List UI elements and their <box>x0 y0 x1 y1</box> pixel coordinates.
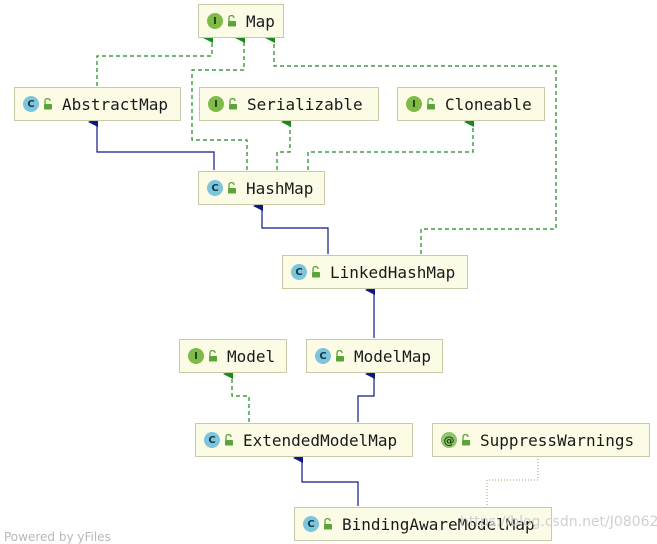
node-modelmap[interactable]: C ModelMap <box>306 339 443 373</box>
blog-watermark: https://blog.csdn.net/J080624 <box>460 514 657 530</box>
node-label: Map <box>246 11 275 31</box>
node-cloneable[interactable]: I Cloneable <box>397 87 545 121</box>
interface-badge-icon: I <box>188 348 204 364</box>
interface-badge-icon: I <box>406 96 422 112</box>
node-label: Model <box>227 346 276 366</box>
node-label: BindingAwareModelMap <box>342 514 535 534</box>
edge-hashmap-implements-serializable <box>276 117 291 170</box>
class-badge-icon: C <box>291 264 307 280</box>
node-label: AbstractMap <box>62 94 168 114</box>
node-bindingawaremodelmap[interactable]: C BindingAwareModelMap <box>294 507 552 541</box>
node-linkedhashmap[interactable]: C LinkedHashMap <box>282 255 468 289</box>
unlock-icon <box>228 15 236 27</box>
unlock-icon <box>462 434 470 446</box>
unlock-icon <box>324 518 332 530</box>
node-serializable[interactable]: I Serializable <box>199 87 379 121</box>
node-label: HashMap <box>246 178 314 198</box>
interface-badge-icon: I <box>207 13 223 29</box>
edge-extendedmodelmap-extends-modelmap <box>357 369 375 422</box>
node-map[interactable]: I Map <box>198 4 284 38</box>
node-label: Serializable <box>247 94 363 114</box>
node-model[interactable]: I Model <box>179 339 287 373</box>
node-suppresswarnings[interactable]: @ SuppressWarnings <box>432 423 650 457</box>
node-label: Cloneable <box>445 94 532 114</box>
unlock-icon <box>336 350 344 362</box>
edge-linkedhashmap-extends-hashmap <box>253 201 329 254</box>
edge-hashmap-implements-cloneable <box>307 117 474 170</box>
node-label: ModelMap <box>354 346 432 366</box>
class-badge-icon: C <box>303 516 319 532</box>
unlock-icon <box>225 434 233 446</box>
node-extendedmodelmap[interactable]: C ExtendedModelMap <box>195 423 413 457</box>
class-badge-icon: C <box>315 348 331 364</box>
class-badge-icon: C <box>204 432 220 448</box>
edge-hashmap-implements-map <box>191 33 248 170</box>
interface-badge-icon: I <box>208 96 224 112</box>
edge-linkedhashmap-implements-map <box>265 33 557 254</box>
class-badge-icon: C <box>23 96 39 112</box>
unlock-icon <box>44 98 52 110</box>
edge-bindingawaremodelmap-extends-extendedmodelmap <box>293 453 359 506</box>
edge-abstractmap-implements-map <box>96 33 213 86</box>
powered-by-footer: Powered by yFiles <box>4 530 111 544</box>
node-abstractmap[interactable]: C AbstractMap <box>14 87 181 121</box>
node-label: LinkedHashMap <box>330 262 456 282</box>
edge-extendedmodelmap-implements-model <box>223 369 250 422</box>
edge-suppresswarnings-annotates-bindingawaremodelmap <box>486 456 539 506</box>
node-label: ExtendedModelMap <box>243 430 398 450</box>
unlock-icon <box>312 266 320 278</box>
unlock-icon <box>427 98 435 110</box>
class-badge-icon: C <box>207 180 223 196</box>
node-label: SuppressWarnings <box>480 430 635 450</box>
unlock-icon <box>228 182 236 194</box>
unlock-icon <box>229 98 237 110</box>
unlock-icon <box>209 350 217 362</box>
annotation-badge-icon: @ <box>441 432 457 448</box>
node-hashmap[interactable]: C HashMap <box>198 171 325 205</box>
edge-hashmap-extends-abstractmap <box>88 117 215 170</box>
